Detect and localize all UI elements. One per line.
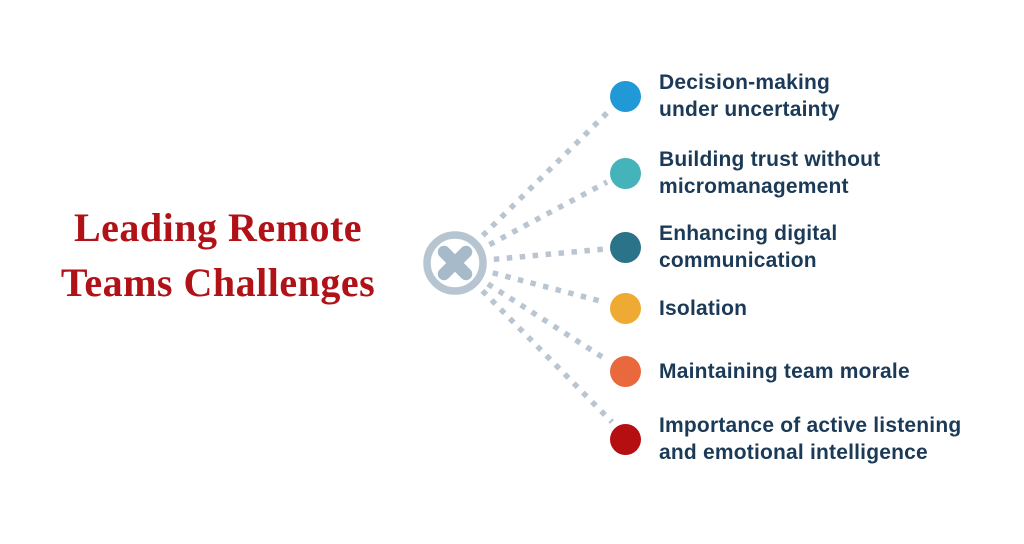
item-bullet-dot (610, 157, 641, 189)
item-label: Isolation (659, 297, 748, 320)
challenge-item: Isolation (610, 293, 747, 324)
item-bullet-dot (610, 423, 641, 455)
item-label: Importance of active listening and emoti… (659, 414, 962, 464)
item-bullet-dot (610, 356, 641, 387)
item-label: Decision-making under uncertainty (659, 71, 840, 121)
challenge-item: Enhancing digital communication (610, 220, 837, 274)
connector-line-6 (453, 261, 614, 424)
item-bullet-dot (610, 80, 641, 112)
challenge-item: Decision-making under uncertainty (610, 69, 840, 123)
item-label: Enhancing digital communication (659, 222, 838, 272)
center-node (423, 231, 487, 295)
item-bullet-dot (610, 293, 641, 324)
challenge-item: Importance of active listening and emoti… (610, 412, 961, 466)
challenge-item: Building trust without micromanagement (610, 146, 880, 200)
item-label: Maintaining team morale (659, 360, 910, 383)
item-label: Building trust without micromanagement (659, 148, 881, 198)
item-bullet-dot (610, 231, 641, 263)
connector-line-1 (453, 108, 612, 265)
diagram-title: Leading Remote Teams Challenges (60, 205, 376, 305)
x-icon (437, 245, 473, 281)
challenge-item: Maintaining team morale (610, 356, 910, 387)
